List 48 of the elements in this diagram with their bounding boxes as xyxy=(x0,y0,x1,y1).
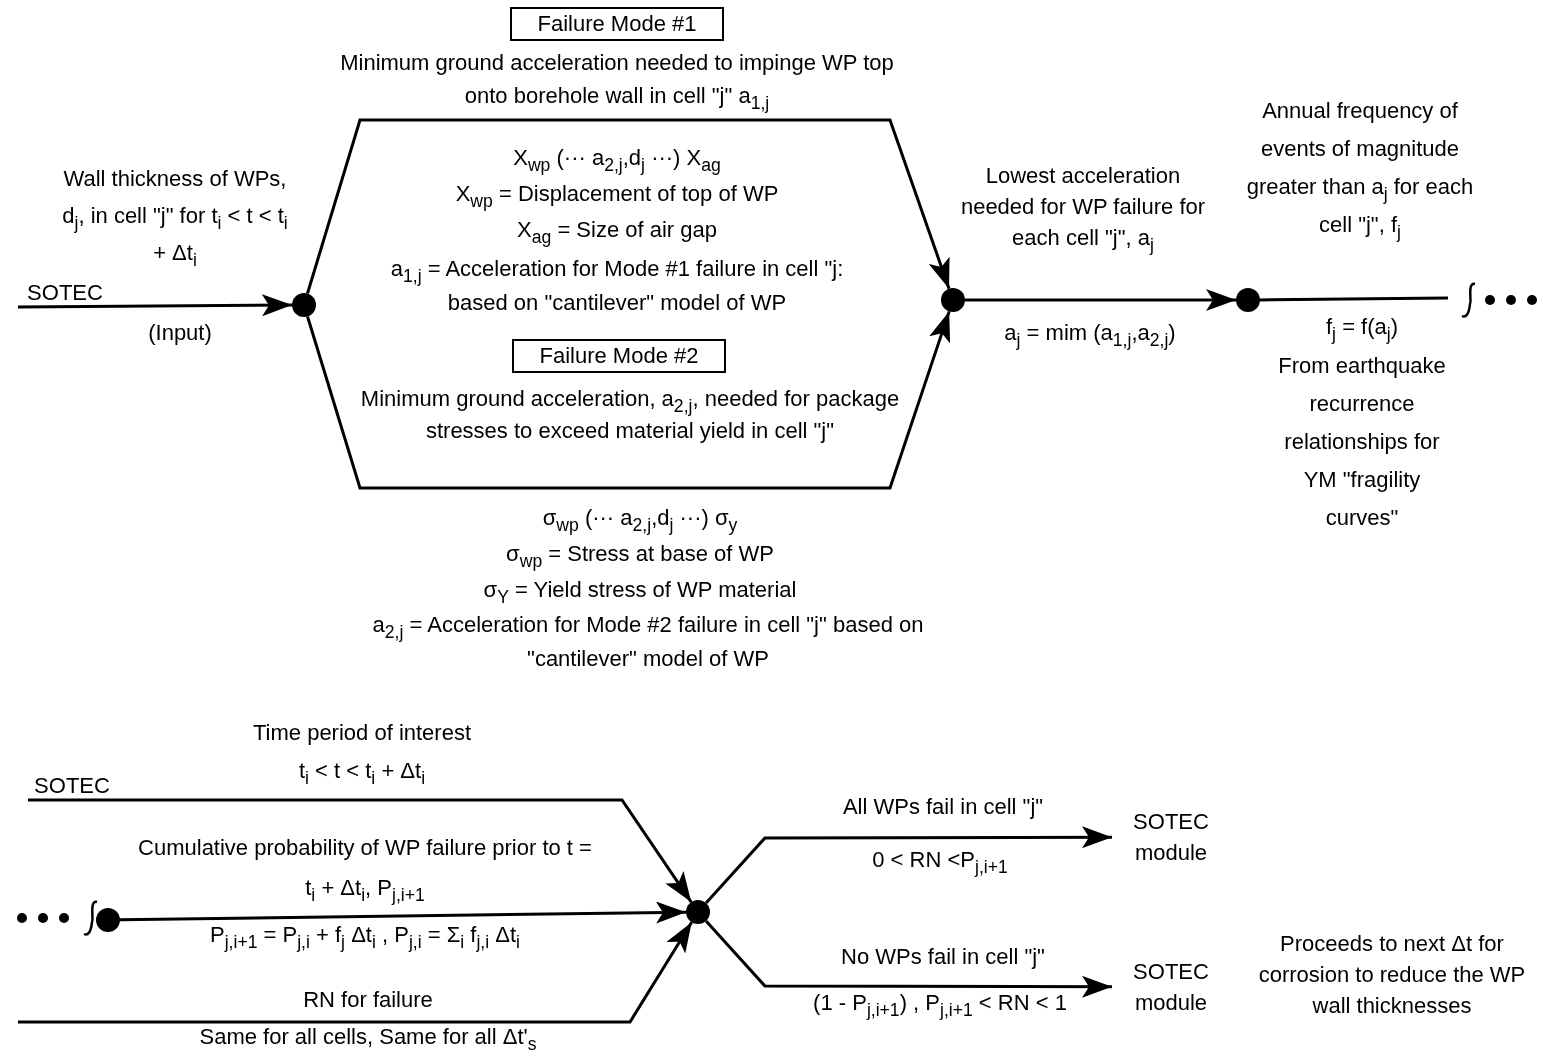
annotation-text: 0 < RN <P$_{j,i+1}$ xyxy=(871,846,1009,875)
module-label: SOTEC module xyxy=(1112,806,1230,868)
annotation-text: (Input) xyxy=(147,319,213,347)
annotation-text: f$_{j}$ = f(a$_{j}$) xyxy=(1324,313,1399,342)
arrow xyxy=(306,118,951,294)
annotation-text: Proceeds to next Δt for corrosion to reduce the WP wall thicknesses xyxy=(1257,930,1527,1020)
arrow xyxy=(18,294,292,317)
arrow xyxy=(965,289,1236,311)
edge-label: SOTEC xyxy=(26,279,104,307)
connector-line xyxy=(1260,296,1448,302)
arrow xyxy=(704,919,1112,998)
annotation-text: Wall thickness of WPs, d$_{j}$, in cell "j" for t$_{i}$ < t < t$_{i}$ + Δt$_{i}$ xyxy=(61,165,289,271)
junction-dot xyxy=(292,293,316,317)
annotation-text: (1 - P$_{j,i+1}$) , P$_{j,i+1}$ < RN < 1 xyxy=(812,989,1068,1018)
arrow xyxy=(28,798,693,903)
edge-label: All WPs fail in cell "j" xyxy=(841,793,1045,821)
edge-label: Lowest acceleration needed for WP failure for each cell "j", a$_{j}$ xyxy=(959,162,1207,253)
annotation-text: X$_{ag}$ = Size of air gap xyxy=(516,216,718,248)
arrow xyxy=(18,921,693,1024)
annotation-text: t$_{i}$ < t < t$_{i}$ + Δt$_{i}$ xyxy=(297,757,427,786)
module-label: SOTEC module xyxy=(1112,956,1230,1018)
annotation-text: Time period of interest xyxy=(251,719,473,747)
annotation-text: Same for all cells, Same for all Δt'$_{s}$ xyxy=(198,1023,538,1052)
annotation-text: a$_{j}$ = mim (a$_{1,j}$,a$_{2,j}$) xyxy=(1003,319,1177,348)
junction-dot xyxy=(686,900,710,924)
arrow xyxy=(119,901,687,924)
junction-dot xyxy=(1236,288,1260,312)
mode-description: Minimum ground acceleration needed to impinge WP top onto borehole wall in cell "j" a$_{1,j}$ xyxy=(339,49,895,112)
mode-title-box: Failure Mode #2 xyxy=(512,339,726,373)
annotation-text: a$_{2,j}$ = Acceleration for Mode #2 failure in cell "j" based on "cantilever" model of WP xyxy=(371,611,925,673)
annotation-text: X$_{wp}$ = Displacement of top of WP xyxy=(454,180,780,212)
annotation-text: σ$_{Y}$ = Yield stress of WP material xyxy=(482,576,798,608)
annotation-text: From earthquake recurrence relationships for YM "fragility curves" xyxy=(1277,352,1447,532)
edge-label: SOTEC xyxy=(33,772,111,800)
junction-dot xyxy=(941,288,965,312)
edge-label: RN for failure xyxy=(302,986,434,1014)
arrow xyxy=(704,826,1112,905)
arrow xyxy=(306,310,951,490)
annotation-text: σ$_{wp}$ = Stress at base of WP xyxy=(505,540,775,572)
annotation-text: P$_{j,i+1}$ = P$_{j,i}$ + f$_{j}$ Δt$_{i}$ , P$_{j,i}$ = Σ$_{i}$ f$_{j,i}$ Δt$_{i}$ xyxy=(209,921,521,950)
junction-dot xyxy=(96,908,120,932)
edge-label: No WPs fail in cell "j" xyxy=(840,943,1046,971)
annotation-text: X$_{wp}$ (··· a$_{2,j}$,d$_{j}$ ···) X$_{ag}$ xyxy=(512,144,722,176)
annotation-text: σ$_{wp}$ (··· a$_{2,j}$,d$_{j}$ ···) σ$_{y}$ xyxy=(541,504,739,536)
annotation-text: a$_{1,j}$ = Acceleration for Mode #1 failure in cell "j: based on "cantilever" model of WP xyxy=(389,255,845,317)
edge-label: Annual frequency of events of magnitude greater than a$_{j}$ for each cell "j", f$_{j}$ xyxy=(1245,97,1475,244)
mode-title-box: Failure Mode #1 xyxy=(510,7,724,41)
mode-description: Minimum ground acceleration, a$_{2,j}$, needed for package stresses to exceed material yield in cell "j" xyxy=(360,385,900,445)
